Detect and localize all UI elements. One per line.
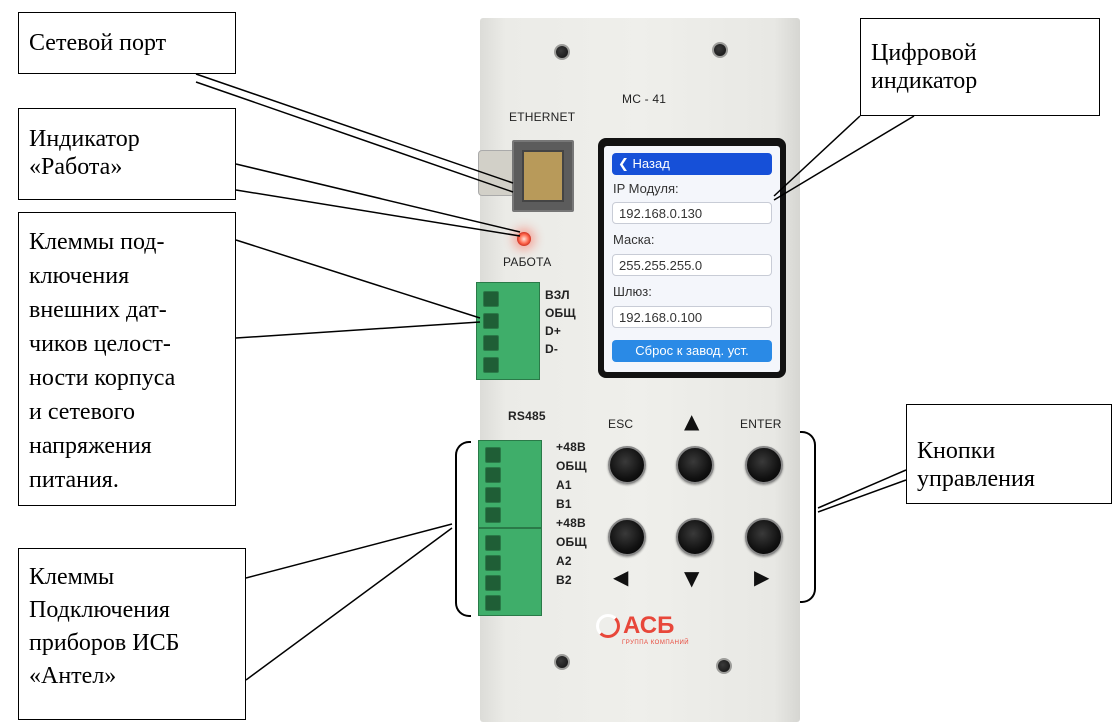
ethernet-jack[interactable] [512, 140, 574, 212]
screen-reset-button[interactable]: Сброс к завод. уст. [612, 340, 772, 362]
callout-work-indicator: Индикатор «Работа» [18, 108, 236, 200]
rs485-label-a1: A1 [556, 478, 572, 492]
leader-buttons-a [817, 469, 907, 509]
down-arrow-icon: ▼ [684, 566, 700, 590]
terminal-label-vzl: ВЗЛ [545, 288, 570, 302]
sensor-terminal-block [476, 282, 540, 380]
screen-back-button[interactable]: ❮ Назад [612, 153, 772, 175]
leader-sensors-b [235, 321, 481, 339]
ethernet-label: ETHERNET [509, 110, 576, 124]
rs485-label-b2: B2 [556, 573, 572, 587]
right-brace [800, 431, 816, 603]
esc-label: ESC [608, 417, 634, 431]
rs485-label-48v-1: +48В [556, 440, 586, 454]
screen-ip-field[interactable]: 192.168.0.130 [612, 202, 772, 224]
right-button[interactable] [745, 518, 783, 556]
rs485-terminal-block-2 [478, 528, 542, 616]
right-arrow-icon: ▶ [754, 565, 770, 589]
terminal-label-d-plus: D+ [545, 324, 562, 338]
asb-logo-subtitle: ГРУППА КОМПАНИЙ [622, 640, 690, 646]
leader-antel-b [245, 527, 453, 681]
rs485-label-common-2: ОБЩ [556, 535, 587, 549]
down-button[interactable] [676, 518, 714, 556]
callout-sensor-terminals: Клеммы под- ключения внешних дат- чиков … [18, 212, 236, 506]
screen-mask-field[interactable]: 255.255.255.0 [612, 254, 772, 276]
mount-hole-bottom-right [716, 658, 732, 674]
screen-ip-label: IP Модуля: [613, 181, 679, 196]
led-label: РАБОТА [503, 255, 552, 269]
leader-network-port-a [195, 73, 514, 184]
mount-hole-bottom-left [554, 654, 570, 670]
rs485-label: RS485 [508, 409, 546, 423]
callout-network-port: Сетевой порт [18, 12, 236, 74]
callout-antel-terminals: Клеммы Подключения приборов ИСБ «Антел» [18, 548, 246, 720]
left-button[interactable] [608, 518, 646, 556]
work-led [517, 232, 531, 246]
rs485-label-48v-2: +48В [556, 516, 586, 530]
left-arrow-icon: ◀ [613, 565, 629, 589]
terminal-label-d-minus: D- [545, 342, 559, 356]
chevron-left-icon: ❮ [618, 156, 629, 171]
screen-back-label: Назад [632, 156, 670, 171]
leader-network-port-b [195, 81, 514, 193]
enter-label: ENTER [740, 417, 782, 431]
leader-buttons-b [817, 479, 907, 513]
display-screen: ❮ Назад IP Модуля: 192.168.0.130 Маска: … [604, 146, 780, 372]
rs485-label-a2: A2 [556, 554, 572, 568]
up-arrow-icon: ▲ [684, 409, 700, 433]
rs485-terminal-block-1 [478, 440, 542, 528]
up-button[interactable] [676, 446, 714, 484]
rs485-label-b1: B1 [556, 497, 572, 511]
leader-sensors-a [235, 239, 481, 319]
rs485-label-common-1: ОБЩ [556, 459, 587, 473]
leader-antel-a [245, 523, 453, 579]
callout-digital-indicator: Цифровой индикатор [860, 18, 1100, 116]
screen-gateway-field[interactable]: 192.168.0.100 [612, 306, 772, 328]
asb-logo-icon [596, 614, 620, 638]
mount-hole-top-left [554, 44, 570, 60]
screen-gateway-label: Шлюз: [613, 284, 652, 299]
mount-hole-top-right [712, 42, 728, 58]
terminal-label-common: ОБЩ [545, 306, 576, 320]
leader-work-indicator-b [235, 189, 521, 237]
screen-mask-label: Маска: [613, 232, 655, 247]
left-brace [455, 441, 471, 617]
device-model: МС - 41 [622, 92, 667, 106]
enter-button[interactable] [745, 446, 783, 484]
callout-control-buttons: Кнопки управления [906, 404, 1112, 504]
asb-logo: АСБ [623, 612, 675, 639]
esc-button[interactable] [608, 446, 646, 484]
